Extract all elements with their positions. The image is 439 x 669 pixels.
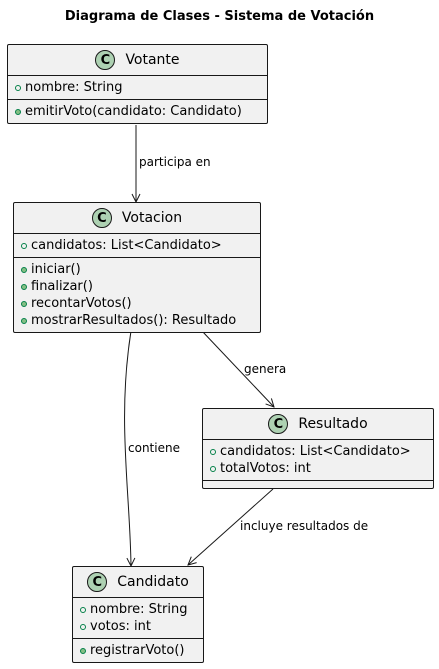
class-name: Resultado (298, 416, 368, 432)
relation-label-incluye: incluye resultados de (240, 519, 369, 533)
public-method-icon (21, 317, 27, 324)
attribute: nombre: String (80, 601, 203, 618)
public-field-icon (15, 84, 21, 91)
public-method-icon (21, 266, 27, 273)
attributes-section: nombre: String (8, 76, 267, 100)
public-field-icon (21, 242, 27, 249)
class-c-icon: C (95, 50, 116, 70)
method: iniciar() (21, 261, 260, 278)
class-name: Votacion (121, 210, 183, 226)
relation-label-contiene: contiene (128, 441, 180, 455)
class-c-icon: C (268, 414, 289, 434)
attribute: candidatos: List<Candidato> (210, 443, 433, 460)
class-c-icon: C (87, 572, 108, 592)
class-name: Candidato (117, 574, 189, 590)
methods-section: iniciar() finalizar() recontarVotos() mo… (14, 258, 260, 332)
relation-label-genera: genera (244, 362, 287, 376)
public-field-icon (210, 448, 216, 455)
method: registrarVoto() (80, 642, 203, 659)
method: recontarVotos() (21, 295, 260, 312)
method: emitirVoto(candidato: Candidato) (15, 103, 267, 120)
public-method-icon (80, 647, 86, 654)
edge-votacion-resultado (201, 330, 274, 407)
public-method-icon (21, 283, 27, 290)
attribute: totalVotos: int (210, 460, 433, 477)
attribute: candidatos: List<Candidato> (21, 237, 260, 254)
attribute: nombre: String (15, 79, 267, 96)
class-candidato[interactable]: C Candidato nombre: String votos: int re… (72, 566, 204, 663)
public-method-icon (15, 108, 21, 115)
methods-section: registrarVoto() (73, 639, 203, 662)
methods-section: emitirVoto(candidato: Candidato) (8, 100, 267, 123)
relation-label-participa: participa en (139, 155, 211, 169)
diagram-title: Diagrama de Clases - Sistema de Votación (64, 9, 375, 24)
public-field-icon (80, 623, 86, 630)
public-method-icon (21, 300, 27, 307)
edge-resultado-candidato (188, 488, 274, 565)
class-votacion[interactable]: C Votacion candidatos: List<Candidato> i… (13, 202, 261, 333)
class-name: Votante (125, 52, 180, 68)
attributes-section: nombre: String votos: int (73, 598, 203, 639)
method: finalizar() (21, 278, 260, 295)
public-field-icon (210, 465, 216, 472)
attribute: votos: int (80, 618, 203, 635)
methods-section (203, 481, 433, 488)
public-field-icon (80, 606, 86, 613)
attributes-section: candidatos: List<Candidato> (14, 234, 260, 258)
class-resultado[interactable]: C Resultado candidatos: List<Candidato> … (202, 408, 434, 489)
class-votante[interactable]: C Votante nombre: String emitirVoto(cand… (7, 44, 268, 124)
edge-votacion-candidato (124, 330, 131, 566)
class-c-icon: C (91, 208, 112, 228)
method: mostrarResultados(): Resultado (21, 312, 260, 329)
attributes-section: candidatos: List<Candidato> totalVotos: … (203, 440, 433, 481)
